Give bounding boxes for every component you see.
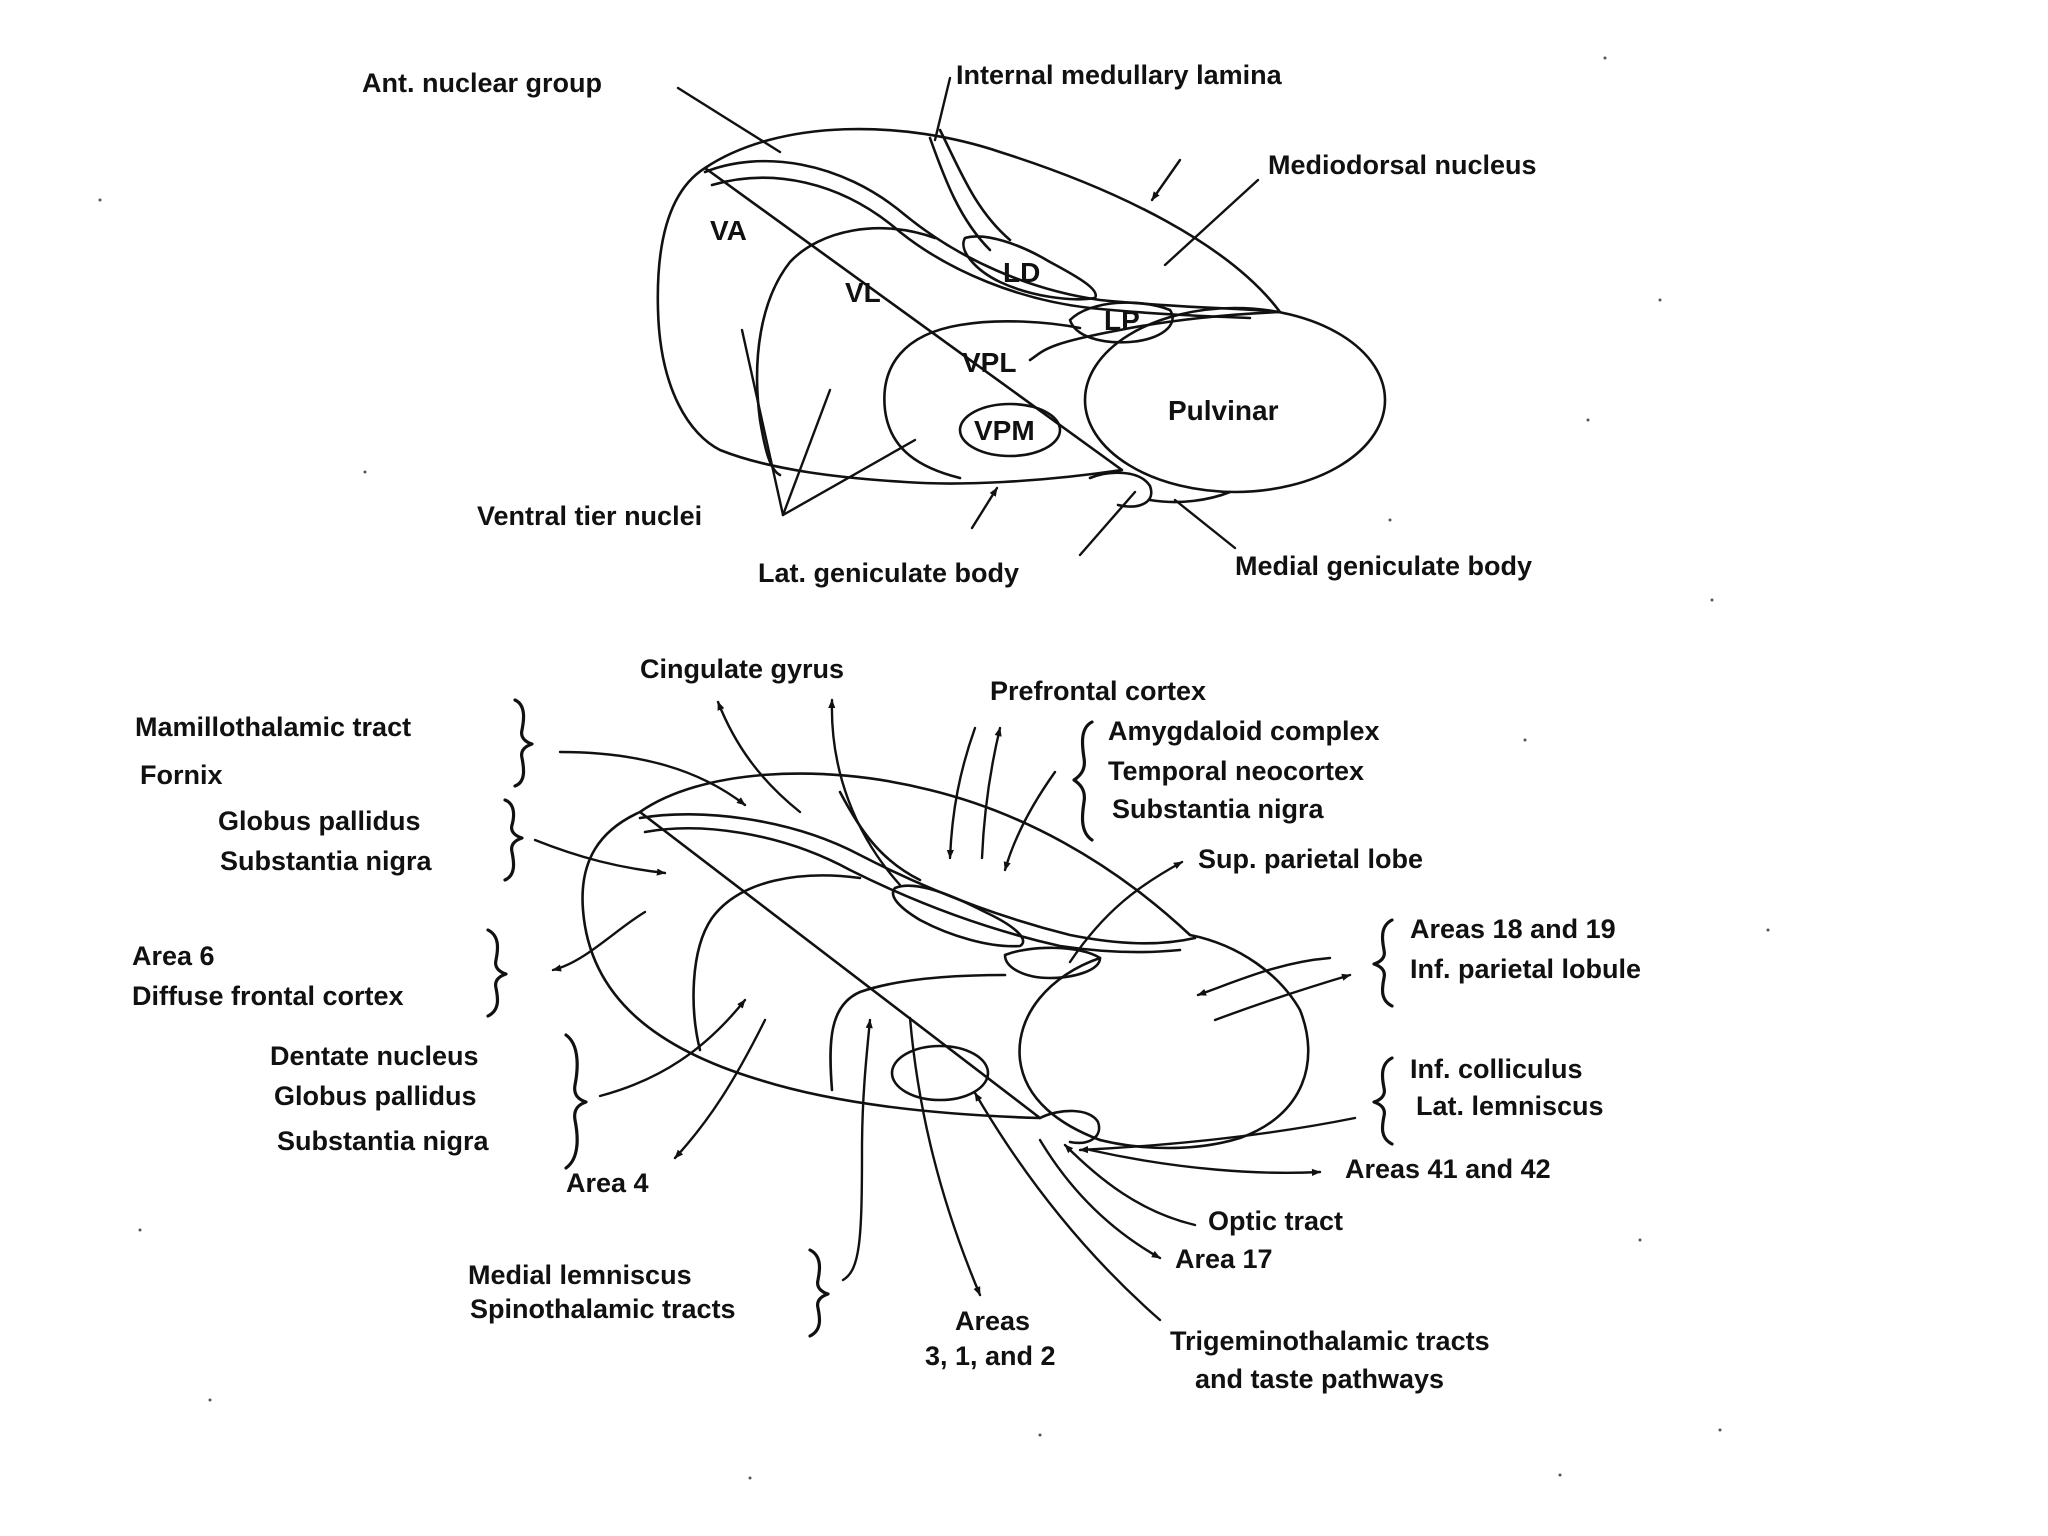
label-mamillothalamic-tract: Mamillothalamic tract xyxy=(135,712,411,742)
label-internal-medullary-lamina: Internal medullary lamina xyxy=(956,60,1283,90)
arrow-prefrontal-2 xyxy=(982,728,1000,858)
label-medial-lemniscus: Medial lemniscus xyxy=(468,1260,692,1290)
region-vpm: VPM xyxy=(974,415,1035,446)
top-thalamus-figure: VA VL LD LP VPL VPM Pulvinar Ant. nuclea… xyxy=(362,60,1537,588)
bottom-lamina-split xyxy=(840,792,920,880)
bottom-vpm xyxy=(892,1046,988,1100)
arrow-area17 xyxy=(1040,1140,1160,1258)
label-ventral-tier-nuclei: Ventral tier nuclei xyxy=(477,501,702,531)
arrow-areas18-19-in xyxy=(1198,958,1330,995)
brace-area6 xyxy=(488,930,506,1016)
label-areas-18-19: Areas 18 and 19 xyxy=(1410,914,1616,944)
label-area-4: Area 4 xyxy=(566,1168,649,1198)
region-vpl: VPL xyxy=(962,347,1016,378)
brace-inf-colliculus xyxy=(1374,1058,1392,1144)
brace-amygdaloid xyxy=(1074,722,1092,840)
label-globus-pallidus-1: Globus pallidus xyxy=(218,806,421,836)
arrow-globus-pallidus-1 xyxy=(535,840,665,873)
label-substantia-nigra-1: Substantia nigra xyxy=(220,846,433,876)
brace-areas-18-19 xyxy=(1374,920,1392,1006)
label-sup-parietal-lobe: Sup. parietal lobe xyxy=(1198,844,1423,874)
label-areas-3-1-2-line2: 3, 1, and 2 xyxy=(925,1341,1056,1371)
pulvinar-base-line xyxy=(1150,492,1230,502)
vpl-region xyxy=(884,321,1080,478)
label-optic-tract: Optic tract xyxy=(1208,1206,1343,1236)
top-plane-arrow-lower xyxy=(972,488,997,528)
arrow-prefrontal-1 xyxy=(950,728,975,858)
vl-boundary xyxy=(757,228,935,475)
label-cingulate-gyrus: Cingulate gyrus xyxy=(640,654,844,684)
label-substantia-nigra-top: Substantia nigra xyxy=(1112,794,1325,824)
label-fornix: Fornix xyxy=(140,760,223,790)
arrow-trigeminothalamic xyxy=(975,1093,1160,1320)
bottom-lamina-inner xyxy=(645,828,1180,952)
leader-ventral-tier-1 xyxy=(742,330,783,515)
label-area-17: Area 17 xyxy=(1175,1244,1273,1274)
leader-ventral-tier-3 xyxy=(783,440,915,515)
label-inf-parietal-lobule: Inf. parietal lobule xyxy=(1410,954,1641,984)
lamina-split-2 xyxy=(930,138,990,250)
label-amygdaloid-complex: Amygdaloid complex xyxy=(1108,716,1380,746)
label-trigeminothalamic-line2: and taste pathways xyxy=(1195,1364,1444,1394)
region-ld: LD xyxy=(1003,257,1040,288)
label-substantia-nigra-2: Substantia nigra xyxy=(277,1126,490,1156)
arrow-mamillothalamic xyxy=(560,752,745,805)
scan-specks xyxy=(99,57,1770,1480)
leader-ant-nuclear xyxy=(678,88,780,152)
leader-lat-geniculate xyxy=(1080,492,1135,555)
arrow-areas41-42 xyxy=(1090,1150,1320,1173)
brace-dentate xyxy=(566,1035,586,1168)
label-lat-lemniscus: Lat. lemniscus xyxy=(1416,1091,1604,1121)
arrow-area6 xyxy=(553,912,645,970)
region-va: VA xyxy=(710,215,747,246)
leader-ventral-tier-2 xyxy=(783,390,830,515)
label-areas-41-42: Areas 41 and 42 xyxy=(1345,1154,1551,1184)
label-trigeminothalamic-line1: Trigeminothalamic tracts xyxy=(1170,1326,1490,1356)
arrow-area4 xyxy=(675,1020,765,1158)
label-spinothalamic-tracts: Spinothalamic tracts xyxy=(470,1294,736,1324)
arrow-dentate xyxy=(600,1000,745,1096)
label-areas-3-1-2-line1: Areas xyxy=(955,1306,1030,1336)
brace-medial-lemniscus xyxy=(810,1250,828,1336)
label-medial-geniculate-body: Medial geniculate body xyxy=(1235,551,1532,581)
label-lat-geniculate-body: Lat. geniculate body xyxy=(758,558,1019,588)
top-plane-arrow-upper xyxy=(1152,160,1180,200)
brace-globus-pallidus-1 xyxy=(505,800,522,880)
region-pulvinar: Pulvinar xyxy=(1168,395,1279,426)
label-ant-nuclear-group: Ant. nuclear group xyxy=(362,68,602,98)
region-lp: LP xyxy=(1104,305,1140,336)
bottom-thalamus-outline xyxy=(583,774,1309,1148)
leader-medial-geniculate xyxy=(1175,500,1235,548)
arrow-amygdaloid xyxy=(1005,772,1055,870)
label-diffuse-frontal-cortex: Diffuse frontal cortex xyxy=(132,981,404,1011)
leader-internal-lamina xyxy=(935,78,950,140)
label-prefrontal-cortex: Prefrontal cortex xyxy=(990,676,1206,706)
medial-geniculate-bump xyxy=(1090,473,1151,507)
region-vl: VL xyxy=(845,277,881,308)
brace-mamillothalamic xyxy=(515,700,532,786)
label-globus-pallidus-2: Globus pallidus xyxy=(274,1081,477,1111)
lamina-split xyxy=(940,130,1010,240)
label-area-6: Area 6 xyxy=(132,941,215,971)
leader-mediodorsal xyxy=(1165,180,1258,265)
arrow-medial-lemniscus xyxy=(843,1020,870,1280)
label-inf-colliculus: Inf. colliculus xyxy=(1410,1054,1583,1084)
internal-lamina-inner xyxy=(712,178,1250,318)
bottom-thalamus-figure: Cingulate gyrus Prefrontal cortex Mamill… xyxy=(132,654,1641,1394)
label-dentate-nucleus: Dentate nucleus xyxy=(270,1041,479,1071)
arrow-areas-3-1-2 xyxy=(910,1018,980,1295)
label-temporal-neocortex: Temporal neocortex xyxy=(1108,756,1364,786)
label-mediodorsal-nucleus: Mediodorsal nucleus xyxy=(1268,150,1537,180)
